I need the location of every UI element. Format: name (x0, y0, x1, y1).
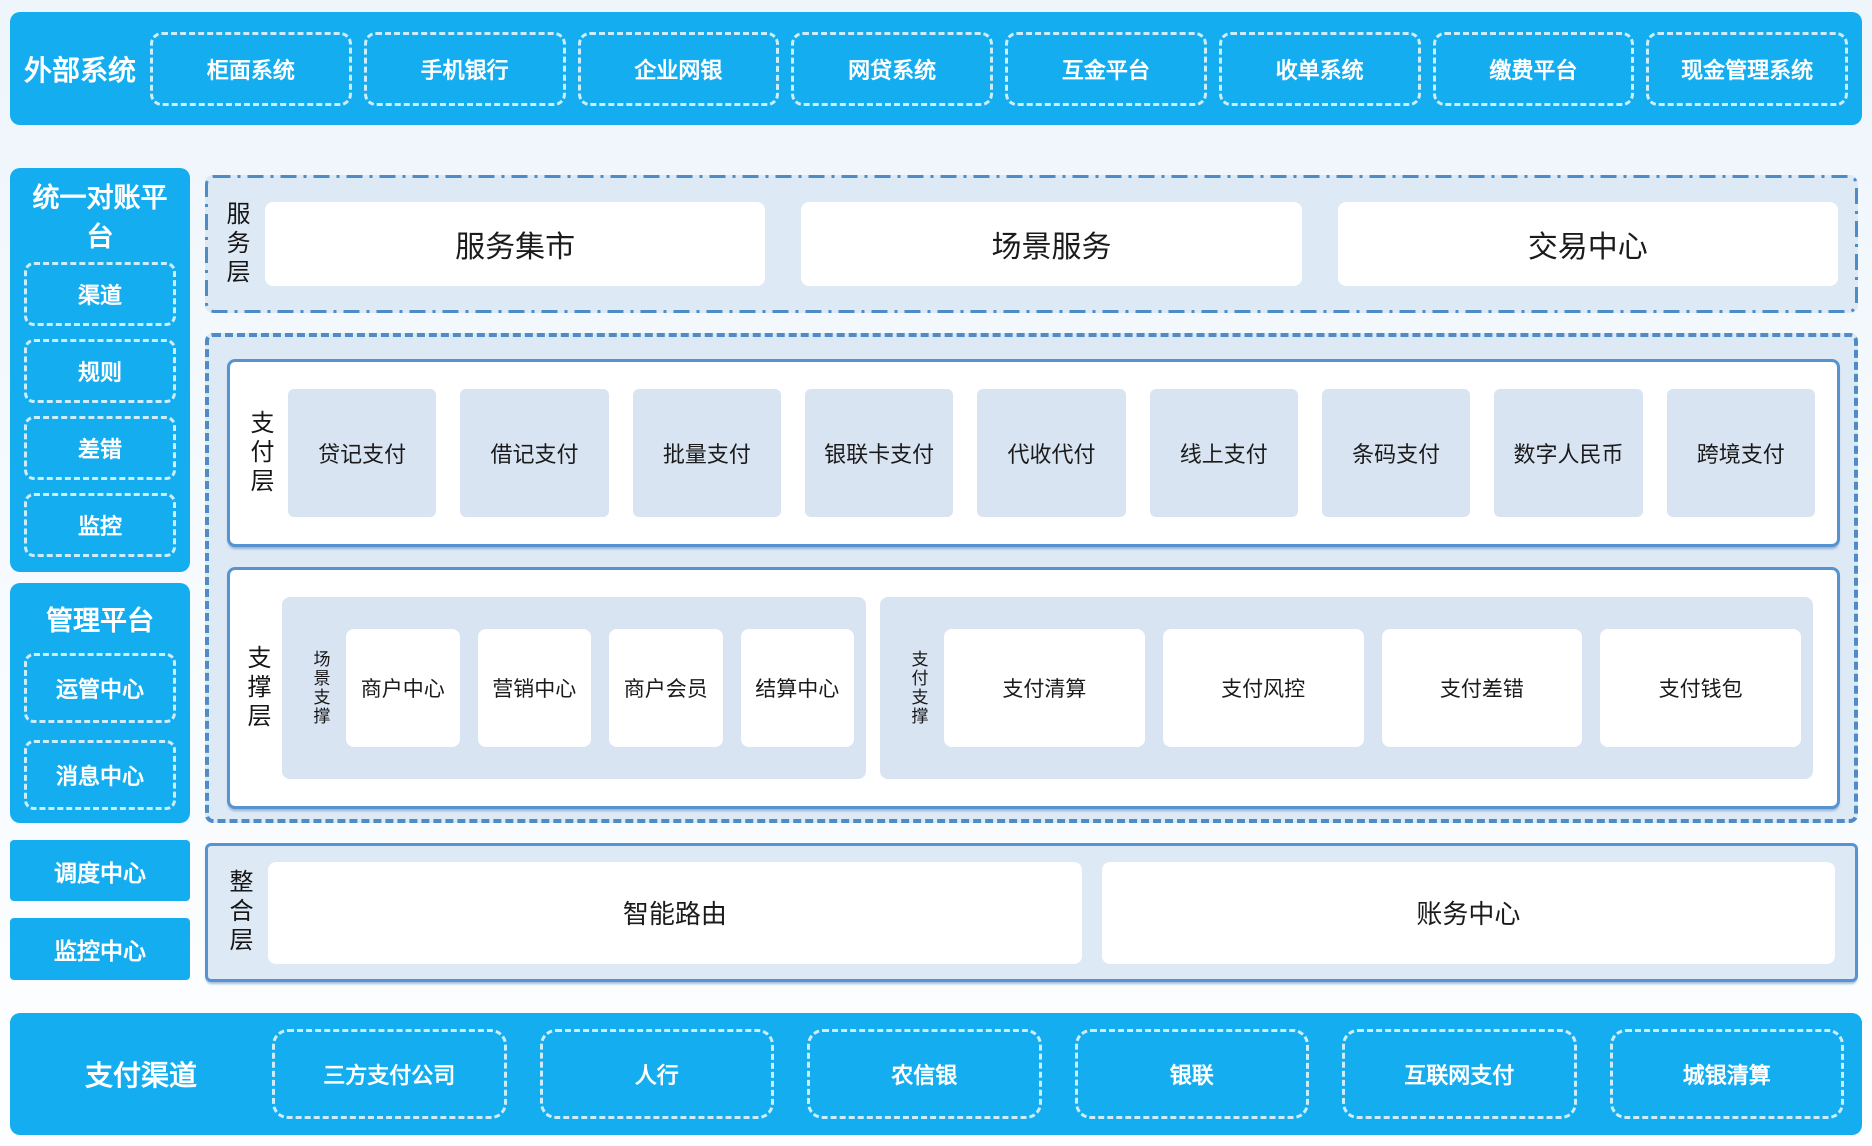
support-layer-groups: 场景支撑 商户中心 营销中心 商户会员 结算中心 支付支撑 支付清算 支付风控 … (282, 597, 1813, 779)
payment-support-item: 支付钱包 (1600, 629, 1802, 747)
external-system-item: 网贷系统 (791, 31, 993, 106)
scene-support-item: 商户中心 (346, 629, 460, 747)
service-layer-label: 服务层 (222, 200, 249, 288)
payment-item: 线上支付 (1149, 389, 1298, 517)
scene-support-group: 场景支撑 商户中心 营销中心 商户会员 结算中心 (282, 597, 866, 779)
payment-item: 代收代付 (977, 389, 1126, 517)
external-system-item: 缴费平台 (1432, 31, 1635, 106)
support-layer-box: 支撑层 场景支撑 商户中心 营销中心 商户会员 结算中心 支付支撑 支付 (227, 567, 1840, 809)
reconciliation-item: 差错 (24, 416, 176, 480)
scene-support-item: 营销中心 (477, 629, 591, 747)
payment-item: 数字人民币 (1494, 389, 1643, 517)
reconciliation-item: 监控 (24, 493, 176, 557)
support-layer-label: 支撑层 (243, 644, 270, 732)
payment-layer-label: 支付层 (246, 409, 273, 497)
external-system-item: 企业网银 (577, 31, 780, 106)
service-layer-label-col: 服务层 (205, 201, 265, 288)
payment-support-item: 支付风控 (1162, 629, 1364, 747)
external-systems-items: 柜面系统 手机银行 企业网银 网贷系统 互金平台 收单系统 缴费平台 现金管理系… (150, 31, 1848, 106)
payment-channels-bar: 支付渠道 三方支付公司 人行 农信银 银联 互联网支付 城银清算 (10, 1013, 1862, 1135)
payment-channel-item: 农信银 (807, 1029, 1042, 1119)
payment-layer-items: 贷记支付 借记支付 批量支付 银联卡支付 代收代付 线上支付 条码支付 数字人民… (288, 389, 1815, 517)
scene-support-label-col: 场景支撑 (294, 650, 346, 726)
payment-layer-label-col: 支付层 (230, 410, 288, 497)
external-systems-bar: 外部系统 柜面系统 手机银行 企业网银 网贷系统 互金平台 收单系统 缴费平台 … (10, 12, 1862, 125)
external-systems-title: 外部系统 (23, 54, 136, 86)
payment-support-label: 支付支撑 (908, 650, 928, 726)
external-system-item: 柜面系统 (150, 31, 352, 106)
payment-layer-box: 支付层 贷记支付 借记支付 批量支付 银联卡支付 代收代付 线上支付 条码支付 … (227, 359, 1840, 547)
payment-item: 贷记支付 (288, 389, 437, 517)
management-platform-title: 管理平台 (46, 605, 154, 636)
scene-support-item: 结算中心 (740, 629, 854, 747)
payment-channel-item: 城银清算 (1609, 1029, 1844, 1119)
service-item: 交易中心 (1337, 202, 1838, 286)
service-item: 服务集市 (265, 202, 766, 286)
payment-channels-items: 三方支付公司 人行 农信银 银联 互联网支付 城银清算 (272, 1029, 1844, 1119)
payment-item: 借记支付 (460, 389, 609, 517)
external-system-item: 现金管理系统 (1646, 31, 1848, 106)
scene-support-item: 商户会员 (609, 629, 723, 747)
payment-channel-item: 三方支付公司 (272, 1029, 507, 1119)
external-system-item: 互金平台 (1005, 31, 1207, 106)
service-item: 场景服务 (801, 202, 1302, 286)
integration-item: 账务中心 (1101, 861, 1835, 964)
payment-support-item: 支付差错 (1381, 629, 1583, 747)
dispatch-center-box: 调度中心 (10, 840, 190, 901)
payment-support-label-col: 支付支撑 (892, 650, 944, 726)
payment-support-items: 支付清算 支付风控 支付差错 支付钱包 (943, 629, 1802, 747)
integration-layer-panel: 整合层 智能路由 账务中心 (205, 843, 1858, 982)
payment-channel-item: 互联网支付 (1342, 1029, 1577, 1119)
integration-layer-items: 智能路由 账务中心 (268, 861, 1835, 964)
external-system-item: 手机银行 (363, 31, 566, 106)
reconciliation-platform-title: 统一对账平台 (32, 183, 168, 252)
monitor-center-box: 监控中心 (10, 918, 190, 980)
payment-item: 银联卡支付 (804, 389, 954, 517)
service-layer-panel: 服务层 服务集市 场景服务 交易中心 (205, 175, 1858, 313)
payment-support-item: 支付清算 (943, 629, 1145, 747)
integration-item: 智能路由 (268, 861, 1082, 964)
scene-support-label: 场景支撑 (310, 650, 330, 726)
payment-item: 跨境支付 (1666, 389, 1815, 517)
reconciliation-item: 渠道 (24, 262, 176, 326)
payment-channel-item: 银联 (1074, 1029, 1309, 1119)
payment-item: 批量支付 (632, 389, 781, 517)
scene-support-items: 商户中心 营销中心 商户会员 结算中心 (346, 629, 854, 747)
payment-channel-item: 人行 (539, 1029, 774, 1119)
payment-channels-title: 支付渠道 (84, 1060, 197, 1091)
service-layer-items: 服务集市 场景服务 交易中心 (265, 202, 1838, 286)
payment-item: 条码支付 (1321, 389, 1471, 517)
reconciliation-items: 渠道 规则 差错 监控 (24, 262, 176, 557)
core-layers-panel: 支付层 贷记支付 借记支付 批量支付 银联卡支付 代收代付 线上支付 条码支付 … (205, 333, 1858, 823)
management-items: 运管中心 消息中心 (24, 653, 176, 810)
integration-layer-label: 整合层 (225, 869, 252, 956)
support-layer-label-col: 支撑层 (230, 645, 282, 732)
integration-layer-label-col: 整合层 (208, 869, 268, 956)
reconciliation-platform-block: 统一对账平台 渠道 规则 差错 监控 (10, 168, 190, 572)
management-item: 运管中心 (24, 653, 176, 723)
management-platform-block: 管理平台 运管中心 消息中心 (10, 583, 190, 823)
payment-support-group: 支付支撑 支付清算 支付风控 支付差错 支付钱包 (879, 597, 1813, 779)
reconciliation-item: 规则 (24, 339, 176, 403)
management-item: 消息中心 (24, 740, 176, 810)
external-system-item: 收单系统 (1218, 31, 1421, 106)
